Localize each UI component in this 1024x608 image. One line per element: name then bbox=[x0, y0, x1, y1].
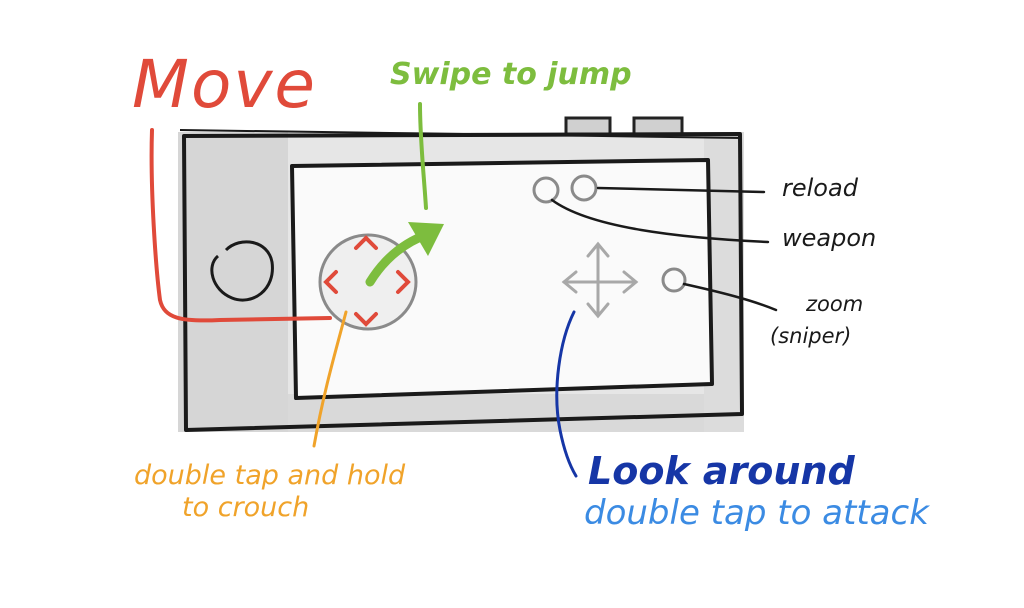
jump-leader-line bbox=[418, 102, 428, 210]
look-leader-line bbox=[555, 310, 578, 478]
move-leader-line bbox=[149, 128, 332, 323]
four-way-arrow-icon bbox=[561, 241, 639, 319]
zoom-label: zoom bbox=[806, 292, 864, 316]
zoom-leader-line bbox=[682, 282, 778, 312]
home-button-circle-icon bbox=[210, 240, 274, 302]
weapon-button-circle bbox=[532, 176, 560, 204]
crouch-label-line1: double tap and hold bbox=[134, 460, 406, 491]
reload-button-circle bbox=[570, 174, 598, 202]
power-button bbox=[632, 116, 684, 136]
crouch-label-line2: to crouch bbox=[182, 492, 310, 523]
phone-screen bbox=[290, 158, 714, 400]
weapon-leader-line bbox=[550, 198, 770, 244]
volume-button bbox=[564, 116, 612, 136]
curved-arrow-icon bbox=[365, 222, 444, 287]
zoom-button-circle bbox=[661, 267, 687, 293]
move-label: Move bbox=[132, 46, 317, 123]
swipe-to-jump-label: Swipe to jump bbox=[390, 57, 632, 92]
weapon-label: weapon bbox=[782, 224, 877, 252]
look-around-label: Look around bbox=[588, 449, 855, 493]
look-note-label: double tap to attack bbox=[584, 493, 929, 533]
reload-label: reload bbox=[782, 174, 858, 202]
crouch-leader-line bbox=[312, 310, 348, 448]
reload-leader-line bbox=[596, 186, 766, 194]
zoom-note-label: (sniper) bbox=[770, 324, 852, 348]
